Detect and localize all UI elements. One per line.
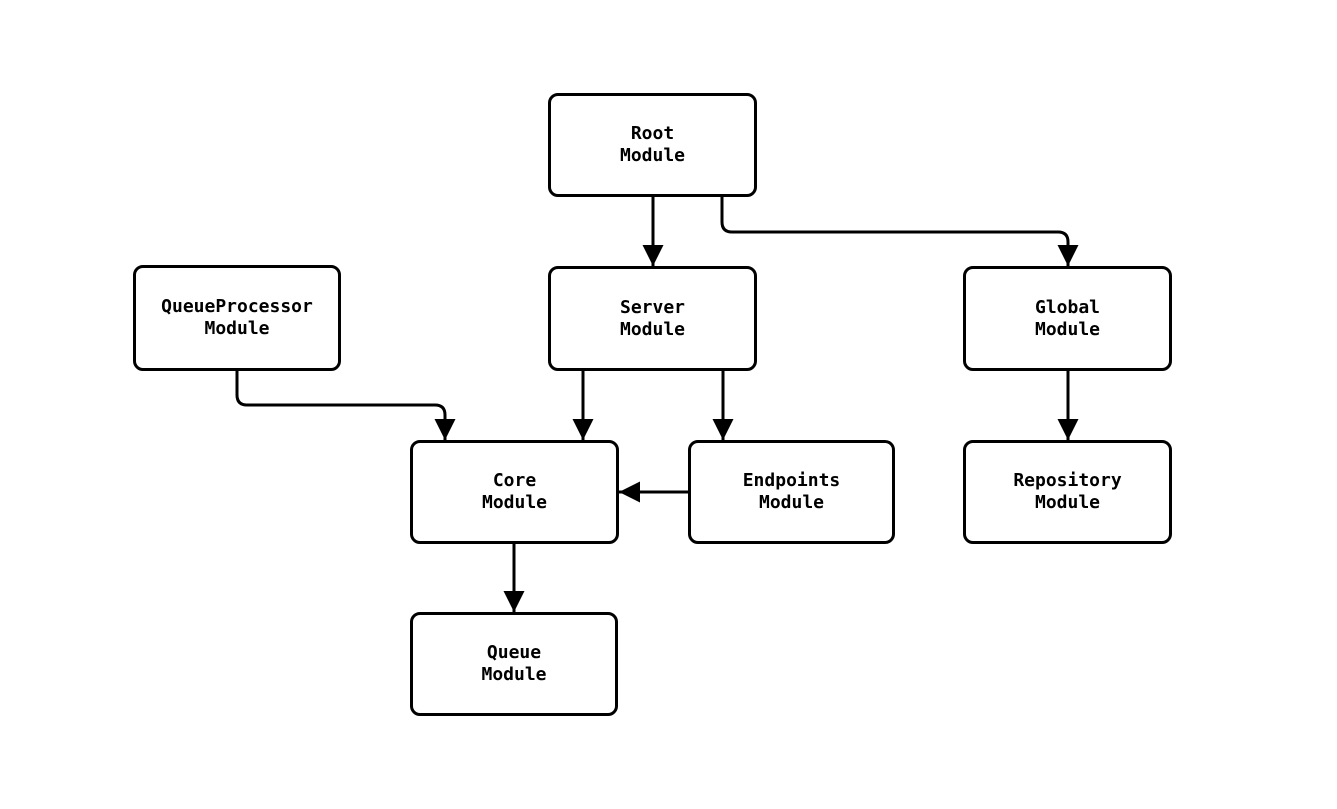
node-label-line: Module [1034,492,1101,513]
node-endpoints-module: Endpoints Module [688,440,895,544]
node-label-line: QueueProcessor [161,296,313,317]
node-label-line: Repository [1013,470,1122,491]
node-label-line: Module [758,492,825,513]
node-core-module: Core Module [410,440,619,544]
node-global-module: Global Module [963,266,1172,371]
node-label-line: Module [204,318,270,339]
node-label-line: Module [481,664,547,685]
node-label-line: Root [630,123,675,144]
node-root-module: Root Module [548,93,757,197]
node-queueprocessor-module: QueueProcessor Module [133,265,341,371]
node-label-line: Queue [486,642,542,663]
node-label-line: Module [619,145,686,166]
node-repository-module: Repository Module [963,440,1172,544]
node-queue-module: Queue Module [410,612,618,716]
node-label-line: Server [619,296,686,318]
node-label-line: Module [481,492,548,513]
node-server-module: Server Module [548,266,757,371]
edge-queueprocessor-to-core [235,371,456,440]
node-label-line: Endpoints [742,470,841,491]
edge-root-to-global [720,197,1079,266]
node-label-line: Module [1034,318,1101,340]
node-label-line: Global [1034,296,1101,318]
node-label-line: Core [492,470,537,491]
node-label-line: Module [619,318,686,340]
